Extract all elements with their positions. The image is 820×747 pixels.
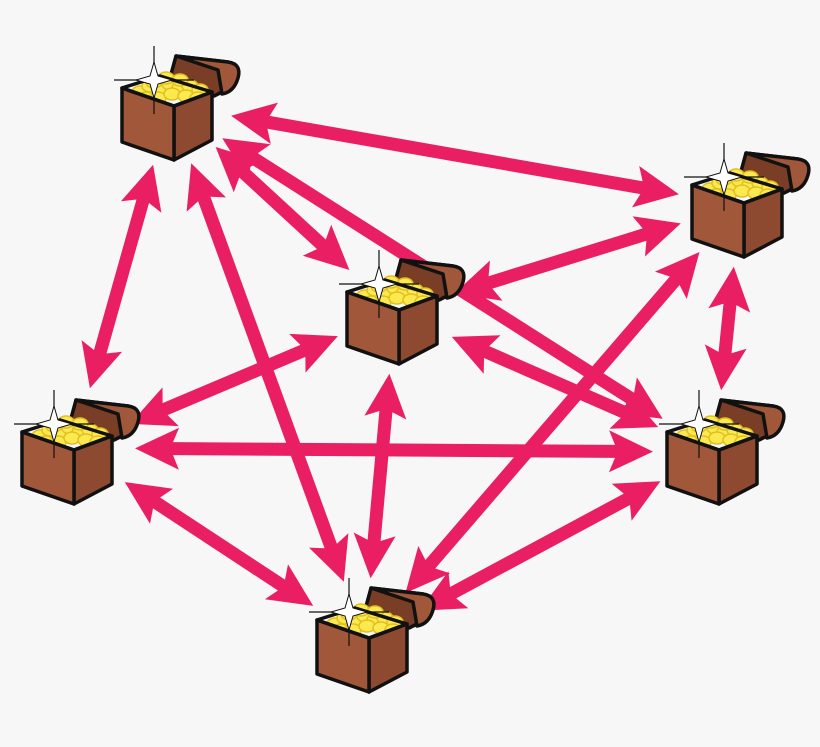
double-arrow-chest-center-to-chest-bottom [353,373,407,579]
treasure-chest-icon [684,143,811,259]
nodes-layer [14,46,811,694]
chest-center[interactable] [339,250,466,366]
double-arrow-chest-center-to-chest-mid-right [451,335,659,429]
double-arrow-chest-mid-right-to-chest-bottom [419,481,661,611]
double-arrow-chest-top-left-to-chest-mid-left [81,164,162,389]
chest-mid-right[interactable] [659,390,786,506]
treasure-chest-icon [309,578,436,694]
chest-top-left[interactable] [114,46,241,162]
double-arrow-chest-top-left-to-chest-top-right [231,102,679,208]
sparkle-icon [659,390,739,458]
treasure-chest-icon [339,250,466,366]
chest-mid-left[interactable] [14,390,141,506]
sparkle-icon [114,46,194,114]
sparkle-icon [309,578,389,646]
double-arrow-chest-mid-left-to-chest-bottom [124,482,314,606]
double-arrow-chest-mid-left-to-chest-mid-right [135,427,653,473]
treasure-chest-icon [14,390,141,506]
chest-bottom[interactable] [309,578,436,694]
double-arrow-chest-top-right-to-chest-center [454,216,681,301]
double-arrow-chest-top-left-to-chest-center [215,147,350,270]
sparkle-icon [339,250,419,318]
chest-top-right[interactable] [684,143,811,259]
double-arrow-chest-top-right-to-chest-bottom [405,252,700,593]
double-arrow-chest-top-right-to-chest-mid-right [704,266,751,391]
sparkle-icon [14,390,94,458]
treasure-chest-icon [114,46,241,162]
double-arrow-chest-center-to-chest-mid-left [130,333,338,427]
sparkle-icon [684,143,764,211]
treasure-chest-icon [659,390,786,506]
